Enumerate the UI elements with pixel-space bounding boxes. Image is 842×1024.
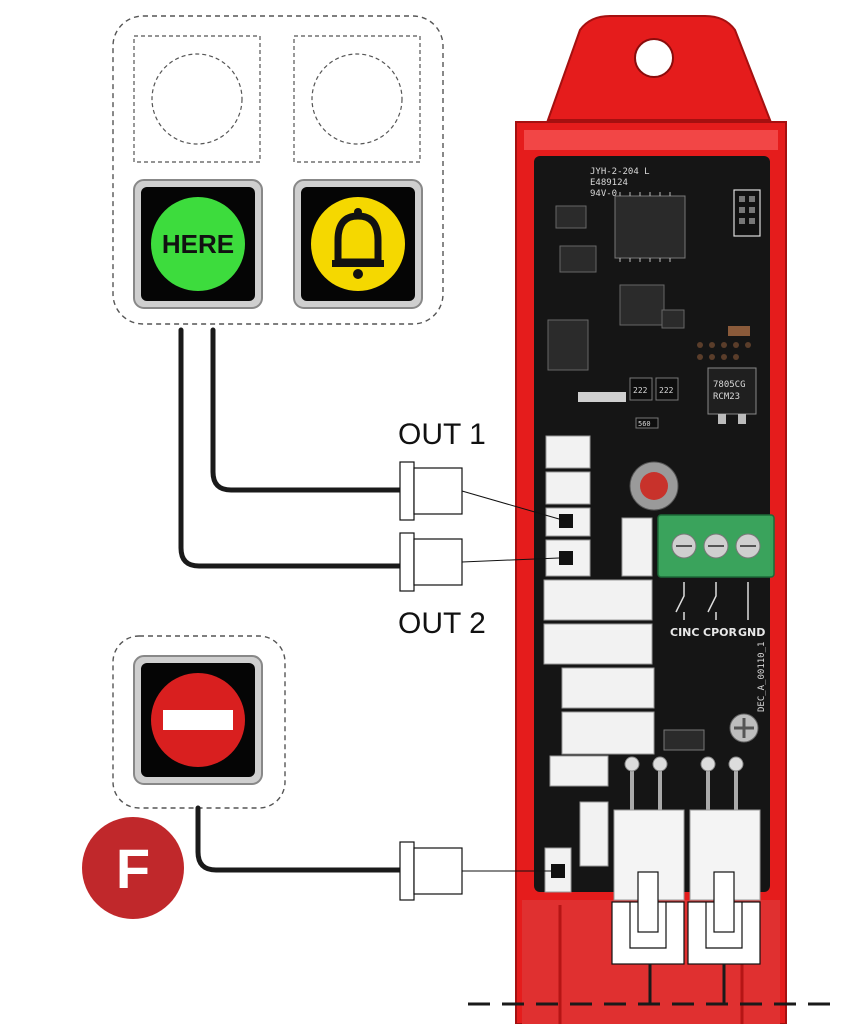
connector-out1 xyxy=(399,461,463,521)
terminal-label-gnd: GND xyxy=(738,626,765,639)
pcb: JYH-2-204 L E489124 94V-0 xyxy=(534,156,775,901)
bottom-button-panel xyxy=(112,635,286,809)
svg-text:560: 560 xyxy=(638,420,651,428)
mounting-hole xyxy=(634,38,674,78)
out2-label: OUT 2 xyxy=(398,607,486,640)
terminal-label-cinc: CINC xyxy=(670,626,699,639)
terminal-label-cpor: CPOR xyxy=(703,626,737,639)
svg-text:94V-0: 94V-0 xyxy=(590,189,617,199)
no-entry-icon xyxy=(163,710,233,730)
connector-out2 xyxy=(399,532,463,592)
bell-button[interactable] xyxy=(293,179,423,309)
jst-headers xyxy=(543,435,655,867)
out2-pin xyxy=(559,551,573,565)
top-button-panel: HERE xyxy=(112,15,444,325)
power-plugs xyxy=(611,871,761,965)
microcontroller-chip xyxy=(614,192,686,262)
svg-text:222: 222 xyxy=(633,386,648,395)
here-button-disc xyxy=(151,197,245,291)
empty-slot-2 xyxy=(293,35,421,163)
svg-text:222: 222 xyxy=(659,386,674,395)
wire-out1 xyxy=(210,327,403,493)
empty-slot-1 xyxy=(133,35,261,163)
bell-button-disc xyxy=(311,197,405,291)
f-badge: F xyxy=(82,817,184,919)
svg-text:JYH-2-204 L: JYH-2-204 L xyxy=(590,167,650,177)
voltage-regulator: 7805CG RCM23 xyxy=(707,367,757,424)
potentiometer xyxy=(629,461,679,511)
wire-f xyxy=(195,805,403,873)
f-badge-letter: F xyxy=(116,837,150,900)
svg-text:DEC_A_00110_1: DEC_A_00110_1 xyxy=(757,642,767,712)
bell-icon xyxy=(332,208,384,279)
svg-text:E489124: E489124 xyxy=(590,178,628,188)
stop-button[interactable] xyxy=(133,655,263,785)
terminal-block xyxy=(657,514,775,578)
wire-out2 xyxy=(178,327,403,569)
svg-text:7805CG: 7805CG xyxy=(713,380,746,390)
svg-text:RCM23: RCM23 xyxy=(713,392,740,402)
wires xyxy=(178,327,403,873)
connector-f xyxy=(399,841,463,901)
here-button-label: HERE xyxy=(162,229,234,259)
f-pin xyxy=(551,864,565,878)
here-button[interactable]: HERE xyxy=(133,179,263,309)
out1-label: OUT 1 xyxy=(398,418,486,451)
